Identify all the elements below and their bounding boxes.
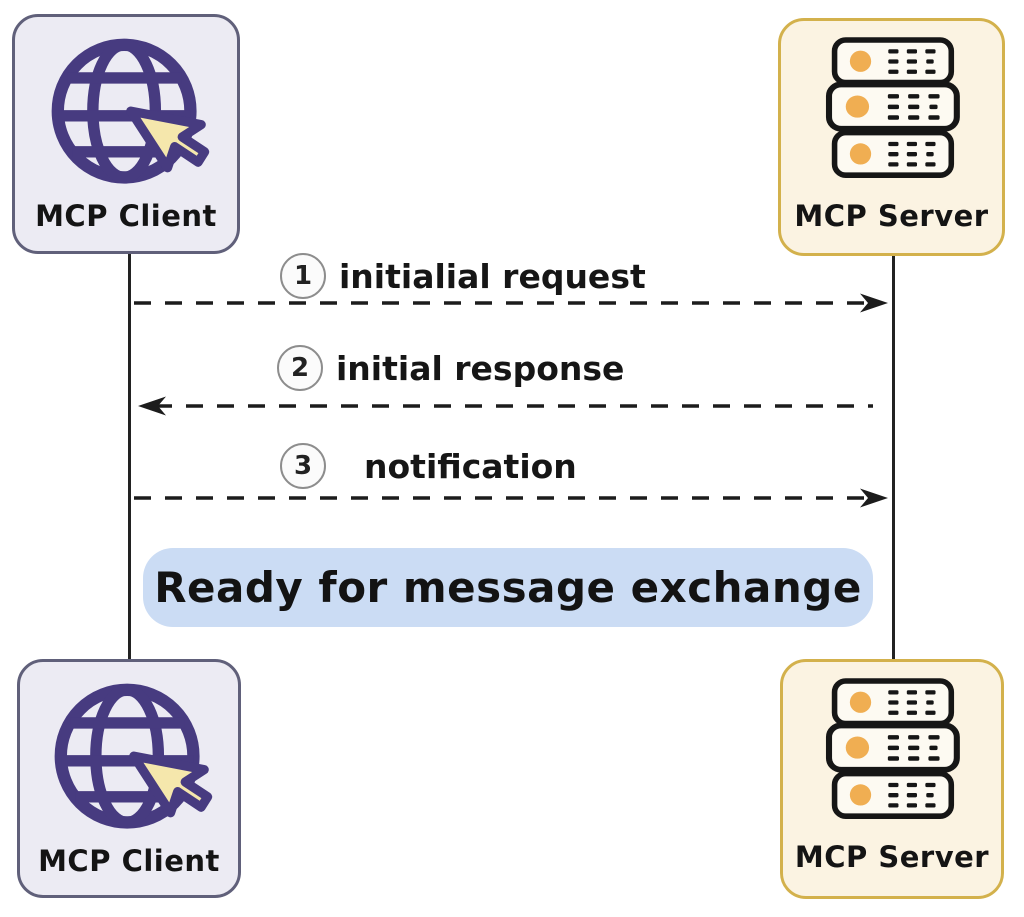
step-number-badge: 3 — [280, 443, 326, 489]
node-mcp-client-bottom: MCP Client — [17, 659, 241, 898]
message-2-label: 2 initial response — [277, 345, 624, 391]
server-stack-icon — [804, 27, 980, 203]
message-text: notification — [364, 446, 577, 486]
step-number-badge: 2 — [277, 345, 323, 391]
node-mcp-server-bottom: MCP Server — [780, 659, 1004, 899]
message-3-arrow-right — [134, 488, 888, 508]
globe-cursor-icon — [51, 38, 210, 184]
step-number-badge: 1 — [280, 253, 326, 299]
message-2-arrow-left — [138, 396, 873, 416]
node-mcp-client-top: MCP Client — [12, 14, 240, 254]
message-text: initial response — [336, 348, 625, 388]
message-3-label: 3 notification — [280, 443, 577, 489]
client-lifeline — [128, 254, 131, 660]
server-lifeline — [892, 256, 895, 660]
node-label: MCP Client — [38, 844, 220, 878]
status-banner-text: Ready for message exchange — [154, 563, 862, 612]
node-label: MCP Client — [35, 199, 217, 233]
message-1-arrow-right — [134, 293, 888, 313]
node-label: MCP Server — [794, 199, 989, 233]
message-1-label: 1 initialial request — [280, 253, 646, 299]
node-mcp-server-top: MCP Server — [778, 18, 1005, 256]
node-label: MCP Server — [794, 840, 990, 874]
message-text: initialial request — [339, 256, 646, 296]
server-stack-icon — [804, 668, 980, 844]
status-banner: Ready for message exchange — [143, 548, 873, 627]
globe-cursor-icon — [54, 683, 213, 829]
